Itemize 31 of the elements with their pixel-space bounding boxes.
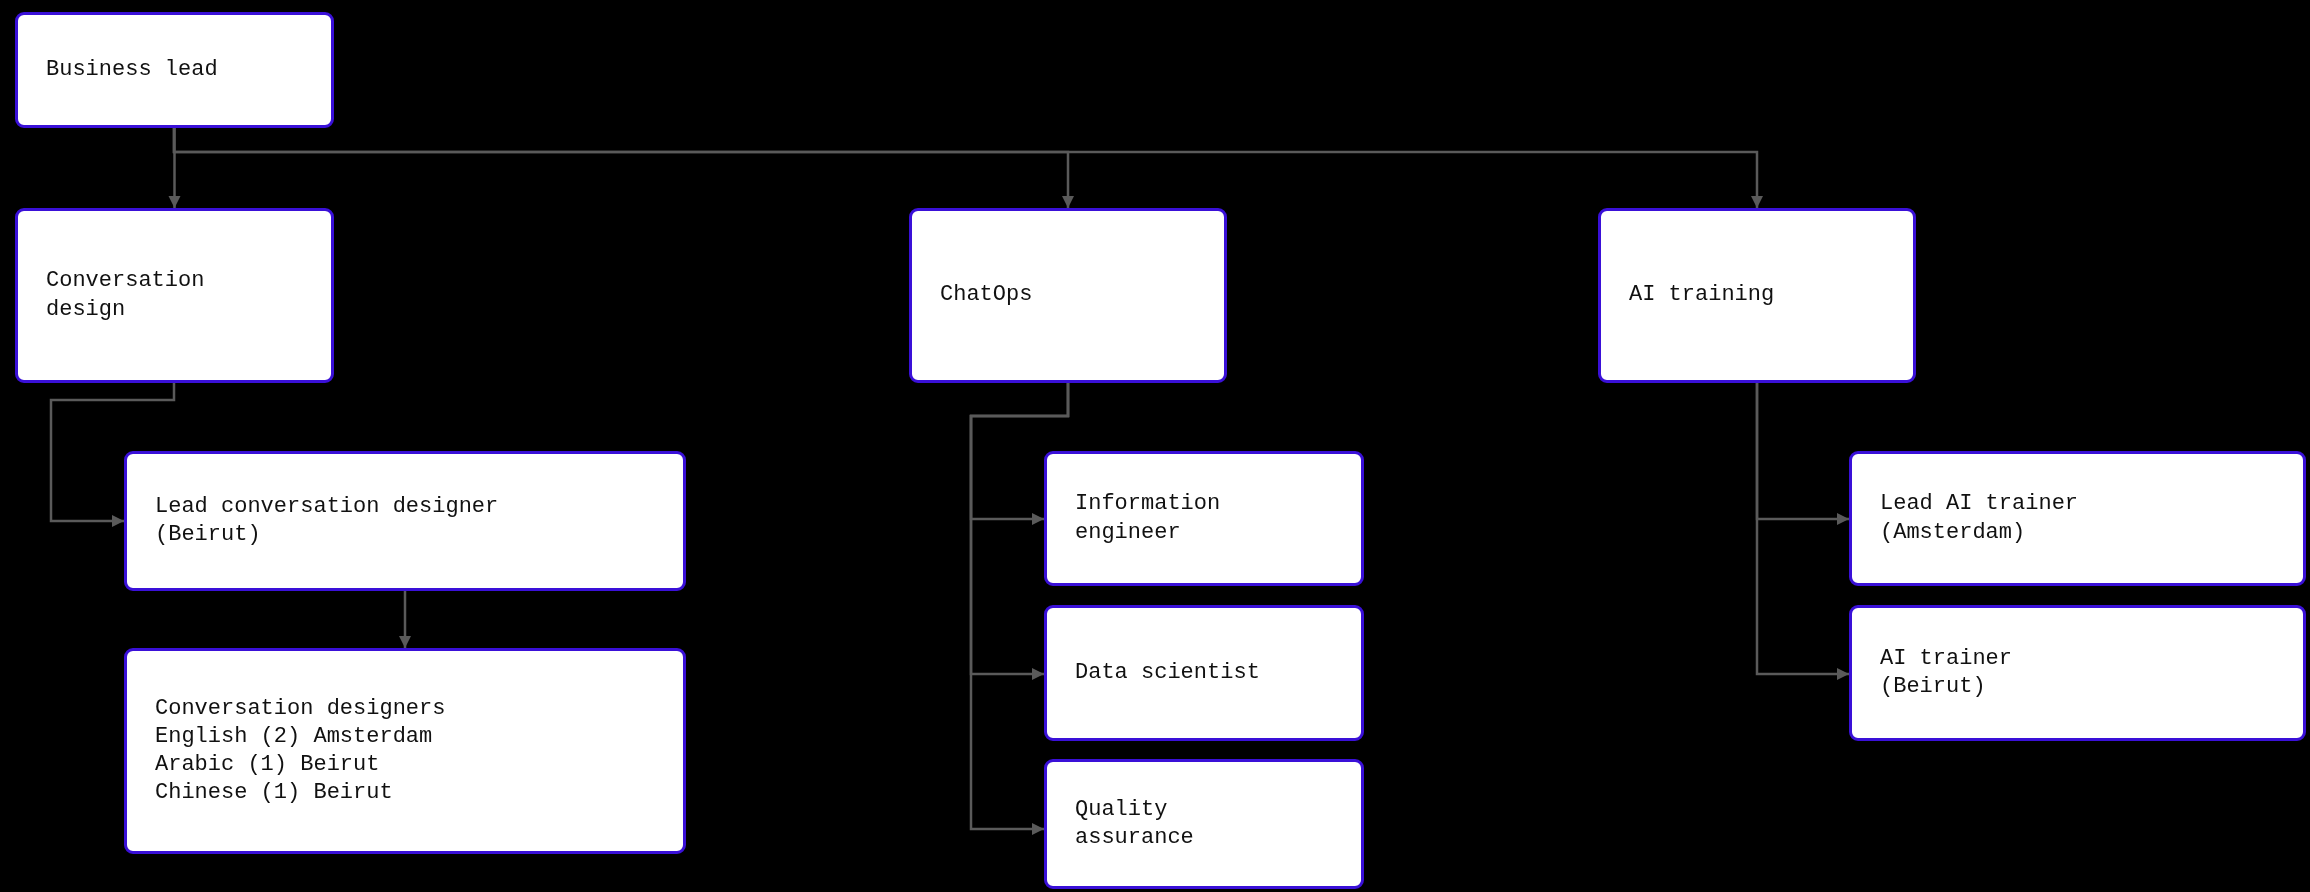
connector-arrow (168, 128, 181, 208)
role-text: ChatOps (940, 281, 1034, 310)
role-box (1849, 451, 2306, 586)
role-box (1598, 208, 1916, 383)
role-box (1044, 451, 1364, 586)
role-text: AI trainer (Beirut) (1880, 644, 2014, 701)
role-text: English (2) Amsterdam (155, 722, 434, 751)
role-box (124, 648, 686, 854)
role-text: Lead AI trainer (Amsterdam) (1880, 490, 2080, 547)
connector-arrow (398, 591, 412, 648)
role-text: Conversation design (46, 267, 206, 324)
role-box (124, 451, 686, 591)
role-box (1849, 605, 2306, 741)
role-text: Quality assurance (1075, 795, 1195, 852)
role-box (1044, 605, 1364, 741)
connector-arrow (172, 128, 1764, 208)
role-box (15, 12, 334, 128)
role-box (909, 208, 1227, 383)
role-text: Chinese (1) Beirut (155, 779, 394, 808)
role-text: Conversation designers (155, 694, 447, 723)
role-text: AI training (1629, 281, 1776, 310)
role-box (15, 208, 334, 383)
role-text: Arabic (1) Beirut (155, 751, 381, 779)
connector-arrow (1755, 383, 1849, 681)
role-box (1044, 759, 1364, 889)
role-text: Lead conversation designer (Beirut) (155, 492, 500, 549)
role-text: Data scientist (1075, 658, 1261, 687)
connector-arrow (969, 383, 1070, 836)
role-text: Business lead (46, 55, 219, 84)
role-text: Information engineer (1075, 490, 1222, 547)
connector-arrow (49, 383, 176, 528)
